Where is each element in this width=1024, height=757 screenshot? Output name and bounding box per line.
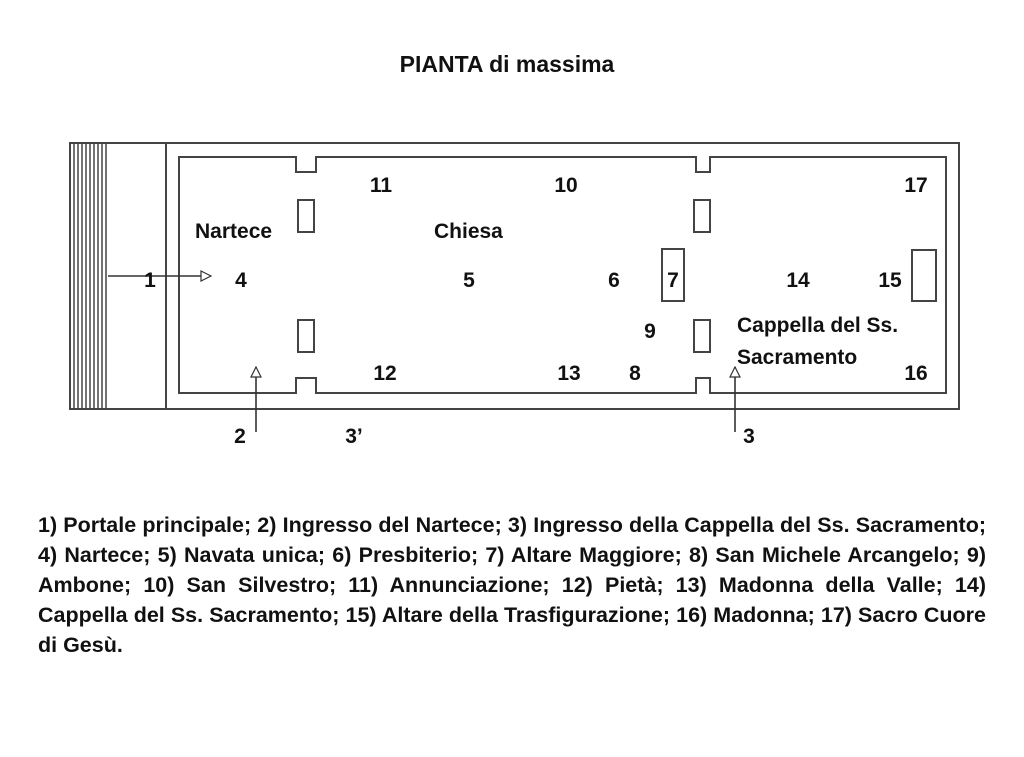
marker-13: 13 [557, 362, 580, 385]
inner-wall [178, 156, 947, 394]
marker-11: 11 [370, 174, 393, 197]
entrance-steps [69, 142, 167, 410]
label-cappella-line1: Cappella del Ss. [737, 314, 898, 337]
pillar-presbytery-bottom [693, 319, 711, 353]
marker-9: 9 [644, 320, 656, 343]
marker-3-prime: 3’ [345, 425, 363, 448]
pillar-presbytery-top [693, 199, 711, 233]
label-cappella-line2: Sacramento [737, 346, 857, 369]
label-nartece: Nartece [195, 220, 272, 243]
marker-14: 14 [786, 269, 810, 292]
marker-6: 6 [608, 269, 620, 292]
marker-1: 1 [144, 269, 156, 292]
marker-10: 10 [554, 174, 577, 197]
marker-16: 16 [904, 362, 927, 385]
legend-text: 1) Portale principale; 2) Ingresso del N… [38, 513, 986, 657]
floor-plan: PIANTA di massima [69, 51, 960, 448]
marker-17: 17 [904, 174, 927, 197]
marker-15: 15 [878, 269, 902, 292]
marker-8: 8 [629, 362, 641, 385]
page-title: PIANTA di massima [400, 51, 615, 77]
marker-7: 7 [667, 269, 679, 292]
marker-2: 2 [234, 425, 246, 448]
pillar-nartece-top [297, 199, 315, 233]
pillar-nartece-bottom [297, 319, 315, 353]
marker-4: 4 [235, 269, 247, 292]
label-chiesa: Chiesa [434, 220, 503, 243]
marker-3: 3 [743, 425, 755, 448]
main-altar [661, 248, 685, 302]
transfiguration-altar [911, 249, 937, 302]
marker-12: 12 [373, 362, 396, 385]
marker-5: 5 [463, 269, 475, 292]
